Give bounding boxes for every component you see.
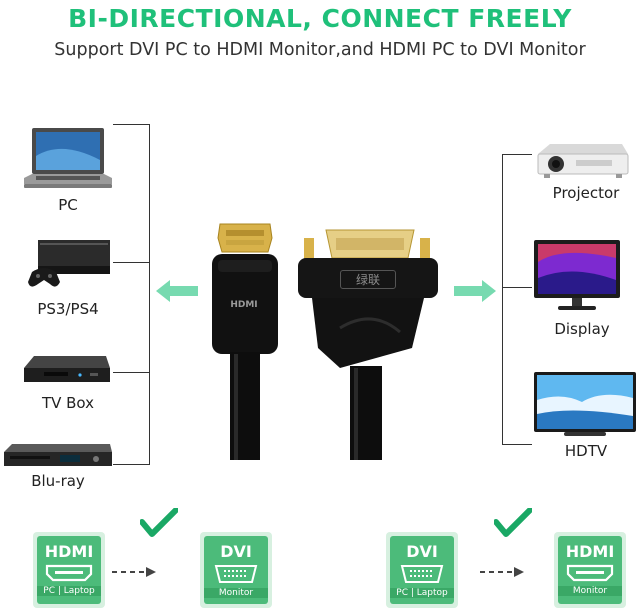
check-icon [494, 508, 532, 537]
device-label-hdtv: HDTV [564, 442, 608, 460]
right-bracket-vertical [502, 154, 503, 444]
device-label-display: Display [554, 320, 610, 338]
headline: BI-DIRECTIONAL, CONNECT FREELY [68, 4, 572, 33]
diagram-right-target-box: HDMI Monitor [554, 532, 626, 608]
hdmi-connector-icon [212, 223, 278, 460]
right-bracket-tick-projector [502, 154, 532, 155]
diagram-left-target-box: DVI Monitor [200, 532, 272, 608]
bluray-player-icon [4, 444, 112, 466]
diagram-right-target-caption: Monitor [558, 586, 622, 596]
device-label-ps: PS3/PS4 [37, 300, 99, 318]
hdmi-plug-text: HDMI [230, 300, 258, 310]
left-bracket-vertical [149, 124, 150, 464]
laptop-icon [24, 128, 112, 188]
hdmi-port-icon [566, 564, 614, 582]
diagram-left-source-box: HDMI PC | Laptop [33, 532, 105, 608]
right-bracket-tick-hdtv [502, 444, 532, 445]
diagram-right-source-title: DVI [406, 542, 438, 561]
device-label-projector: Projector [552, 184, 620, 202]
diagram-right-source-caption: PC | Laptop [390, 588, 454, 598]
display-icon [534, 240, 620, 310]
dashed-arrow-icon [480, 567, 524, 577]
tv-box-icon [24, 356, 110, 382]
diagram-left-target-title: DVI [220, 542, 252, 561]
right-bracket-tick-display [502, 287, 532, 288]
device-label-tv-box: TV Box [41, 394, 95, 412]
subheadline: Support DVI PC to HDMI Monitor,and HDMI … [54, 40, 586, 60]
left-bracket-tick-pc [113, 124, 150, 125]
check-icon [140, 508, 178, 537]
dashed-arrow-icon [112, 567, 156, 577]
projector-icon [537, 144, 629, 178]
arrow-left-icon [156, 280, 198, 302]
diagram-left-target-caption: Monitor [204, 588, 268, 598]
hdmi-port-icon [45, 564, 93, 582]
device-label-pc: PC [58, 196, 78, 214]
game-console-icon [28, 240, 110, 287]
dvi-connector-icon [298, 229, 438, 460]
left-bracket-tick-tvbox [113, 372, 150, 373]
diagram-right-target-title: HDMI [565, 542, 615, 561]
device-label-bluray: Blu-ray [31, 472, 85, 490]
hdtv-icon [534, 372, 636, 436]
left-bracket-tick-bluray [113, 464, 150, 465]
arrow-right-icon [454, 280, 496, 302]
dvi-port-icon [214, 565, 258, 583]
dvi-port-icon [400, 565, 444, 583]
diagram-left-source-caption: PC | Laptop [37, 586, 101, 596]
diagram-left-source-title: HDMI [44, 542, 94, 561]
left-bracket-tick-ps [113, 262, 150, 263]
diagram-right-source-box: DVI PC | Laptop [386, 532, 458, 608]
dvi-housing-text: 绿联 [340, 270, 396, 289]
